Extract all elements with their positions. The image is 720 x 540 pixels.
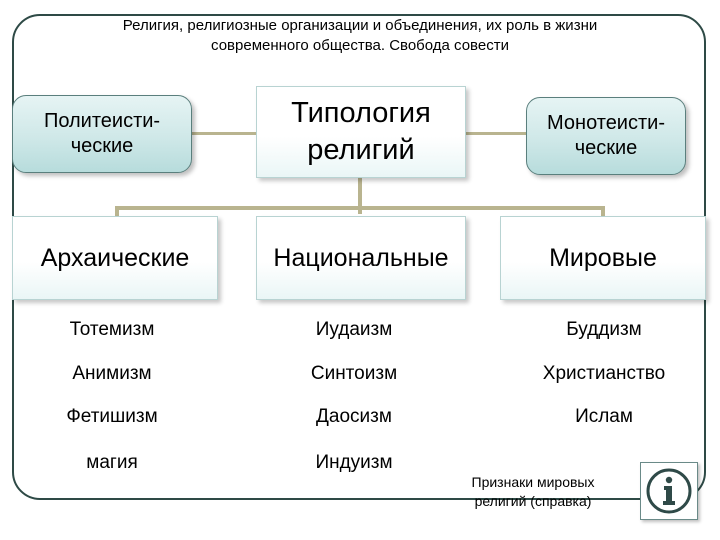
archaic-label: Архаические [40,243,190,272]
connector-left-horizontal [192,132,256,135]
national-item-taoism: Даосизм [316,406,392,427]
note-line-2: религий (справка) [474,493,592,509]
polytheistic-label-line-1: Политеисти- [43,110,161,132]
title-line-1: Религия, религиозные организации и объед… [122,17,598,34]
info-button[interactable] [640,462,698,520]
title-line-2: современного общества. Свобода совести [211,37,509,54]
national-box: Национальные [256,216,466,300]
archaic-item-magic: магия [86,452,138,473]
world-label: Мировые [549,243,657,272]
monotheistic-box: Монотеисти- ческие [526,97,686,175]
connector-branch-horizontal [115,206,605,210]
world-item-islam: Ислам [575,406,633,427]
monotheistic-label-line-2: ческие [574,137,638,159]
typology-label-line-2: религий [307,134,415,166]
archaic-item-totemism: Тотемизм [69,319,155,340]
connector-branch-right-tick [601,206,605,218]
monotheistic-label-line-1: Монотеисти- [547,112,665,134]
archaic-item-fetishism: Фетишизм [66,406,158,427]
polytheistic-box: Политеисти- ческие [12,95,192,173]
national-item-judaism: Иудаизм [315,319,393,340]
national-item-shinto: Синтоизм [310,363,398,384]
national-label: Национальные [273,243,449,272]
archaic-box: Архаические [12,216,218,300]
archaic-item-animism: Анимизм [72,363,152,384]
note-line-1: Признаки мировых [471,474,595,490]
typology-box: Типология религий [256,86,466,178]
world-item-christianity: Христианство [542,363,666,384]
world-box: Мировые [500,216,706,300]
info-icon [646,468,692,514]
world-religions-reference-note: Признаки мировых религий (справка) [430,473,636,511]
connector-center-vertical [358,178,362,214]
slide-title: Религия, религиозные организации и объед… [30,16,690,56]
connector-right-horizontal [466,132,526,135]
polytheistic-label-line-2: ческие [70,135,134,157]
connector-branch-left-tick [115,206,119,218]
typology-label-line-1: Типология [291,97,431,129]
national-item-hinduism: Индуизм [315,452,393,473]
world-item-buddhism: Буддизм [566,319,642,340]
